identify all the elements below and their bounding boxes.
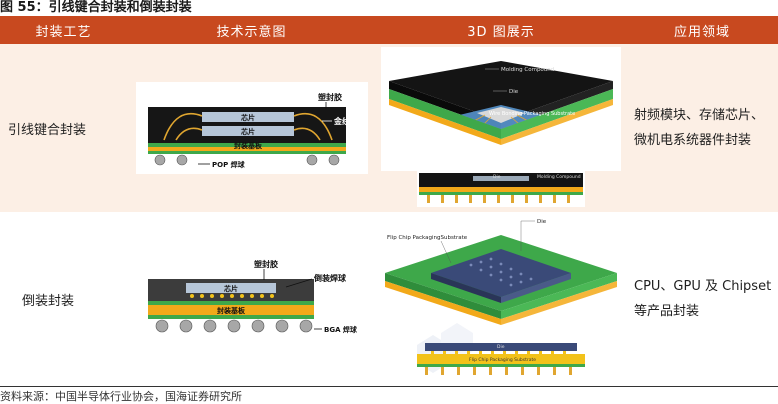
header-3d-view: 3D 图展示 (376, 16, 626, 44)
label-molding-compound: Molding Compound (501, 67, 554, 73)
header-process: 封装工艺 (0, 16, 127, 44)
label-die: Die (537, 219, 547, 225)
process-wire-bonding: 引线键合封装 (0, 44, 127, 212)
process-flip-chip: 倒装封装 (0, 212, 127, 387)
packaging-table: 封装工艺 技术示意图 3D 图展示 应用领域 引线键合封装 (0, 16, 778, 387)
label-wb-substrate: Wire Bonding Packaging Substrate (489, 111, 575, 117)
application-line: 微机电系统器件封装 (634, 133, 752, 148)
label-die-small: Die (497, 344, 505, 350)
label-gold-wire: 金线 (333, 116, 350, 126)
label-bga-ball: BGA 焊球 (324, 325, 358, 334)
label-mold: 塑封胶 (318, 92, 342, 102)
source-footnote: 资料来源：中国半导体行业协会，国海证券研究所 (0, 390, 242, 403)
wire-bonding-3d-view: Molding Compound Die Wire Bonding Packag… (381, 47, 621, 209)
application-line: CPU、GPU 及 Chipset (634, 279, 772, 294)
header-diagram: 技术示意图 (127, 16, 376, 44)
label-molding-small: Molding Compound (537, 174, 581, 180)
application-line: 等产品封装 (634, 304, 700, 319)
wire-bonding-cross-section: 塑封胶 芯片 芯片 金线 封装基板 POP 焊球 (135, 82, 368, 174)
label-die: Die (509, 89, 519, 95)
label-chip-bottom: 芯片 (241, 127, 255, 136)
3d-cell-wire-bonding: Molding Compound Die Wire Bonding Packag… (376, 44, 626, 212)
label-substrate: 封装基板 (217, 306, 246, 315)
figure-title: 图 55：引线键合封装和倒装封装 (0, 0, 192, 15)
label-chip-top: 芯片 (241, 113, 255, 122)
label-substrate: 封装基板 (234, 141, 263, 150)
wire-bonding-3d-svg: Molding Compound Die Wire Bonding Packag… (381, 47, 621, 207)
flip-chip-3d-svg: Flip Chip PackagingSubstrate Die (381, 215, 621, 383)
label-flip-bump: 倒装焊球 (313, 273, 347, 283)
label-mold: 塑封胶 (254, 259, 278, 269)
label-fc-small: Flip Chip Packaging Substrate (469, 357, 536, 363)
flip-chip-3d-view: Flip Chip PackagingSubstrate Die (381, 215, 621, 383)
wire-bonding-diagram-svg: 塑封胶 芯片 芯片 金线 封装基板 POP 焊球 (135, 82, 368, 174)
table-header-row: 封装工艺 技术示意图 3D 图展示 应用领域 (0, 16, 778, 44)
application-line: 射频模块、存储芯片、 (634, 108, 765, 123)
table-row: 倒装封装 (0, 212, 778, 387)
3d-cell-flip-chip: Flip Chip PackagingSubstrate Die (376, 212, 626, 387)
label-pop-ball: POP 焊球 (212, 160, 246, 169)
diagram-cell-wire-bonding: 塑封胶 芯片 芯片 金线 封装基板 POP 焊球 (127, 44, 376, 212)
label-fc-substrate: Flip Chip PackagingSubstrate (387, 235, 468, 241)
label-chip: 芯片 (224, 284, 238, 293)
diagram-cell-flip-chip: 塑封胶 芯片 倒装焊球 封装基板 BGA 焊球 (127, 212, 376, 387)
application-wire-bonding: 射频模块、存储芯片、 微机电系统器件封装 (626, 44, 778, 212)
flip-chip-cross-section: 塑封胶 芯片 倒装焊球 封装基板 BGA 焊球 (135, 249, 368, 349)
table-row: 引线键合封装 (0, 44, 778, 212)
header-application: 应用领域 (626, 16, 778, 44)
application-flip-chip: CPU、GPU 及 Chipset 等产品封装 (626, 212, 778, 387)
label-die-small: Die (493, 174, 501, 180)
flip-chip-diagram-svg: 塑封胶 芯片 倒装焊球 封装基板 BGA 焊球 (135, 249, 368, 349)
